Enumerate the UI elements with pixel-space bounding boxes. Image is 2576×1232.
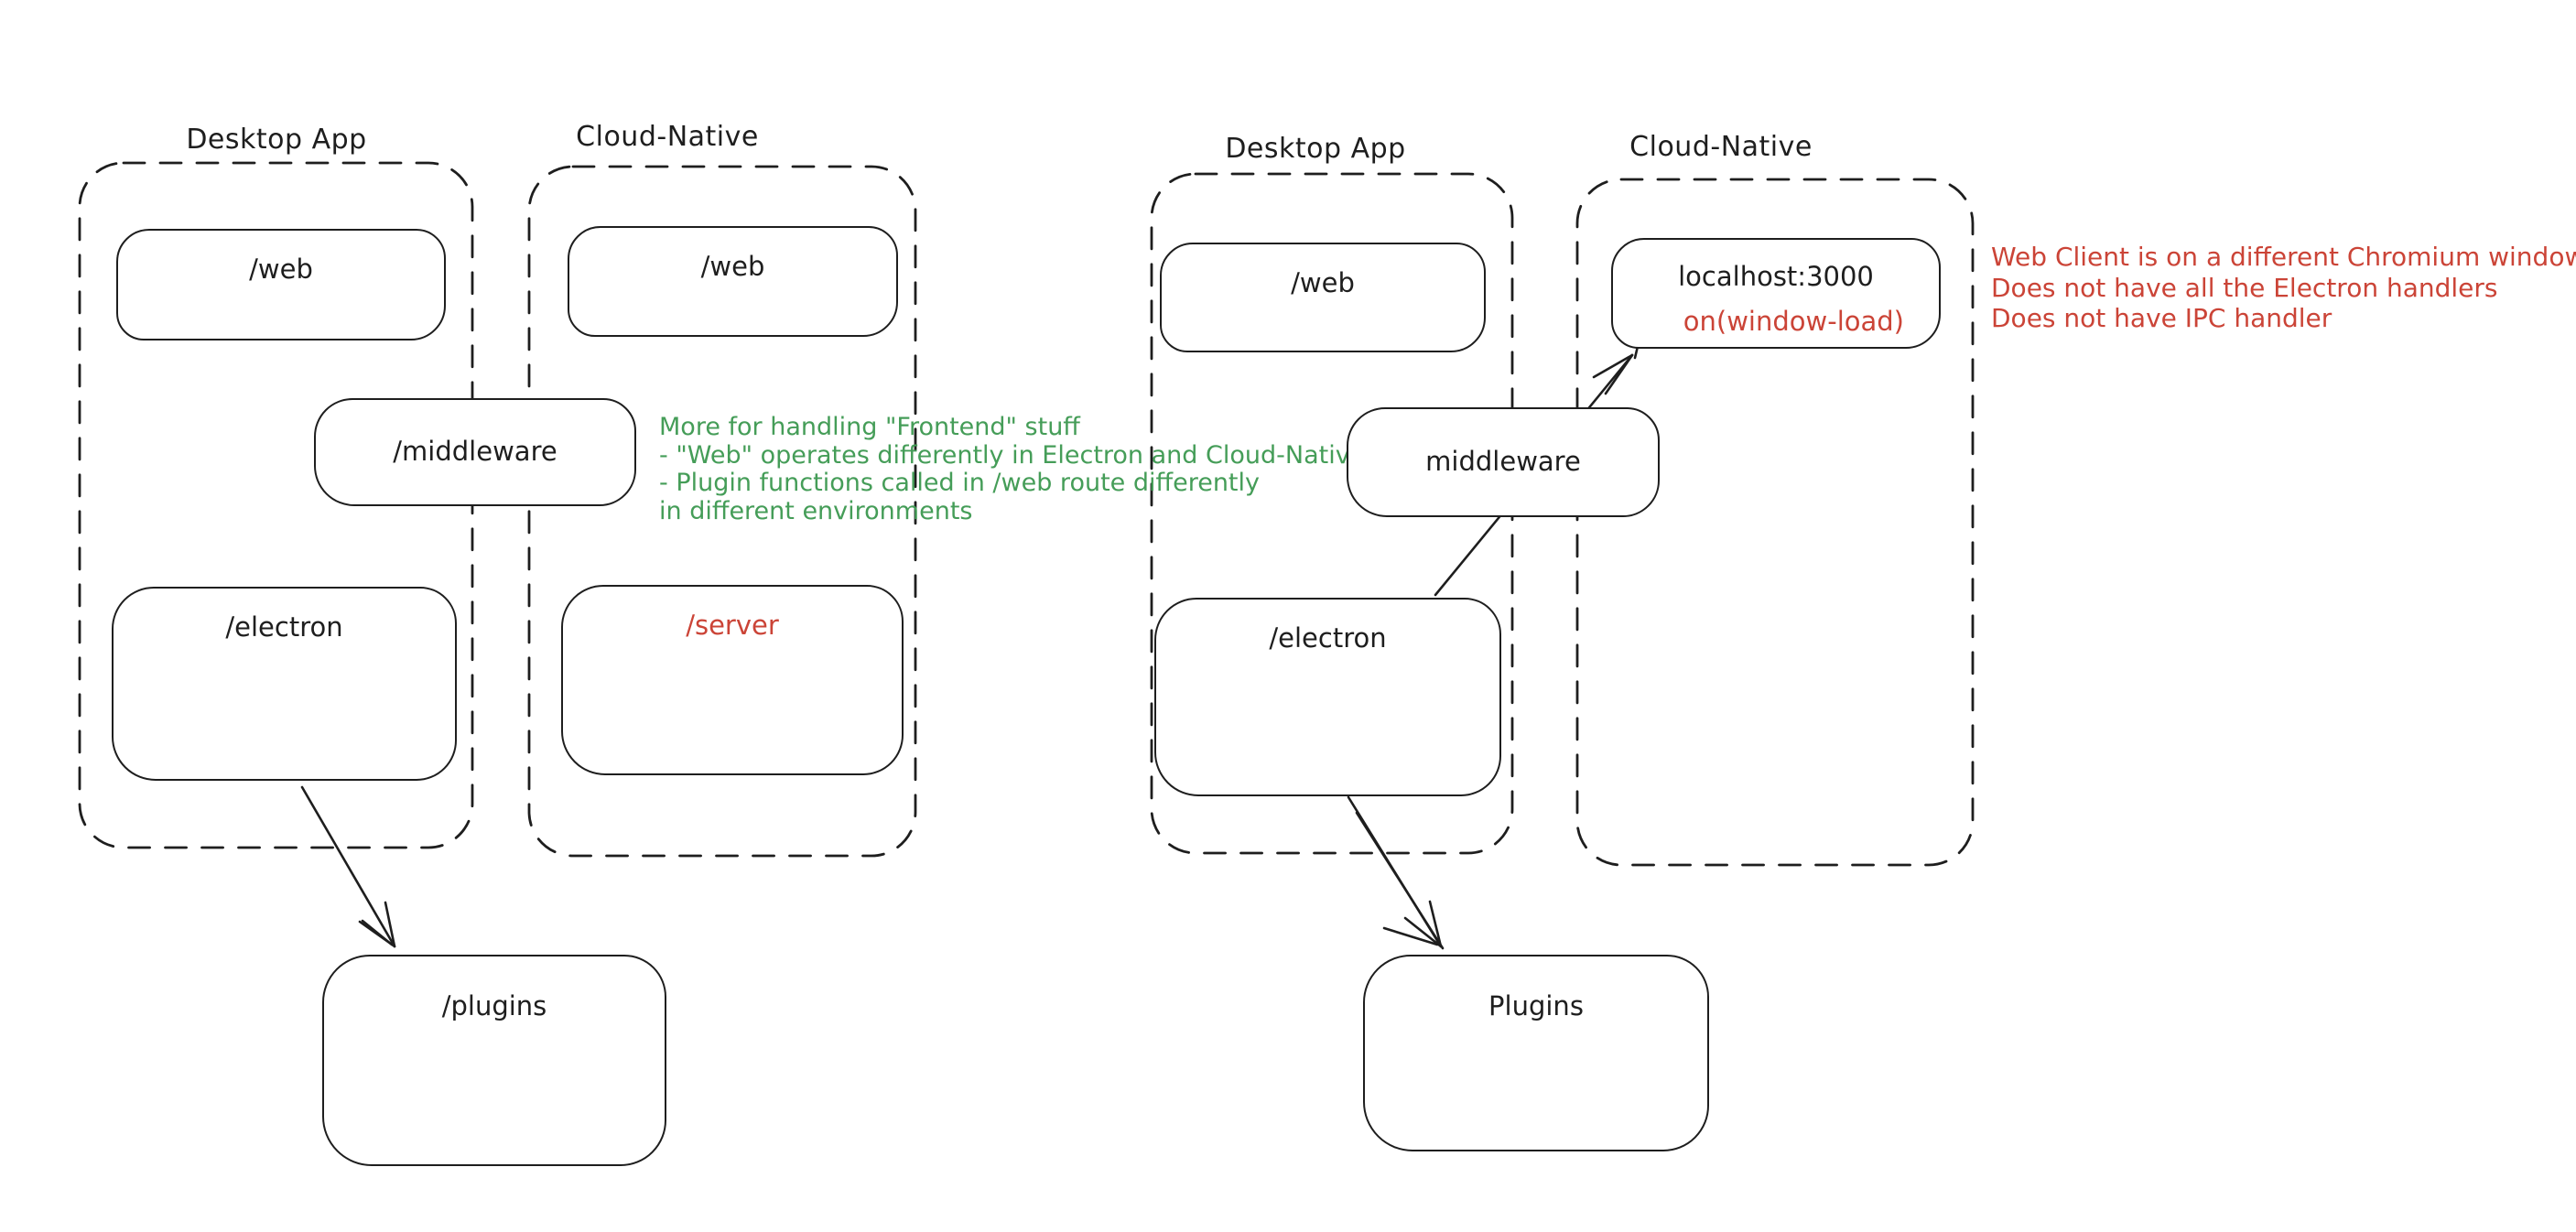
electron-to-plugins-arrow-left [300,785,396,948]
red-note-line: Does not have all the Electron handlers [1991,272,2498,303]
localhost-window-load-label: on(window-load) [1683,306,1904,338]
server-box-label: /server [686,610,779,641]
localhost-box: localhost:3000 on(window-load) [1611,238,1941,349]
plugins-box-left: /plugins [322,955,666,1166]
green-note-line: More for handling "Frontend" stuff [659,413,1080,441]
web-box-right: /web [1160,243,1486,352]
web-box-desktop-left-label: /web [249,254,313,285]
web-box-cloud-left-label: /web [700,251,765,282]
cloud-native-label-right: Cloud-Native [1629,131,1813,163]
green-note: More for handling "Frontend" stuff - "We… [659,413,1366,525]
green-note-line: - Plugin functions called in /web route … [659,469,1261,497]
electron-box-right: /electron [1154,598,1501,796]
desktop-app-label-right: Desktop App [1225,133,1406,165]
red-note-line: Web Client is on a different Chromium wi… [1991,242,2576,272]
middleware-box-right: middleware [1347,407,1660,517]
localhost-box-label: localhost:3000 [1678,261,1874,292]
red-note: Web Client is on a different Chromium wi… [1991,242,2576,334]
electron-to-plugins-arrow-right [1347,795,1445,950]
electron-box-left-label: /electron [225,611,343,643]
middleware-box-left: /middleware [314,398,636,506]
middleware-box-right-label: middleware [1425,446,1581,478]
electron-box-right-label: /electron [1269,622,1387,654]
web-box-cloud-left: /web [568,226,898,337]
cloud-native-label-left: Cloud-Native [576,121,759,153]
cloud-native-group-right [1575,178,1975,867]
desktop-app-label-left: Desktop App [186,124,367,156]
middleware-box-left-label: /middleware [393,436,557,468]
web-box-desktop-left: /web [116,229,446,340]
cloud-native-group-left [527,165,917,858]
plugins-box-right: Plugins [1363,955,1709,1151]
red-note-line: Does not have IPC handler [1991,303,2332,333]
plugins-box-left-label: /plugins [441,990,547,1021]
plugins-box-right-label: Plugins [1488,990,1584,1021]
web-box-right-label: /web [1291,267,1355,298]
server-box: /server [561,585,904,775]
green-note-line: in different environments [659,496,973,525]
green-note-line: - "Web" operates differently in Electron… [659,440,1366,470]
electron-box-left: /electron [112,587,457,781]
